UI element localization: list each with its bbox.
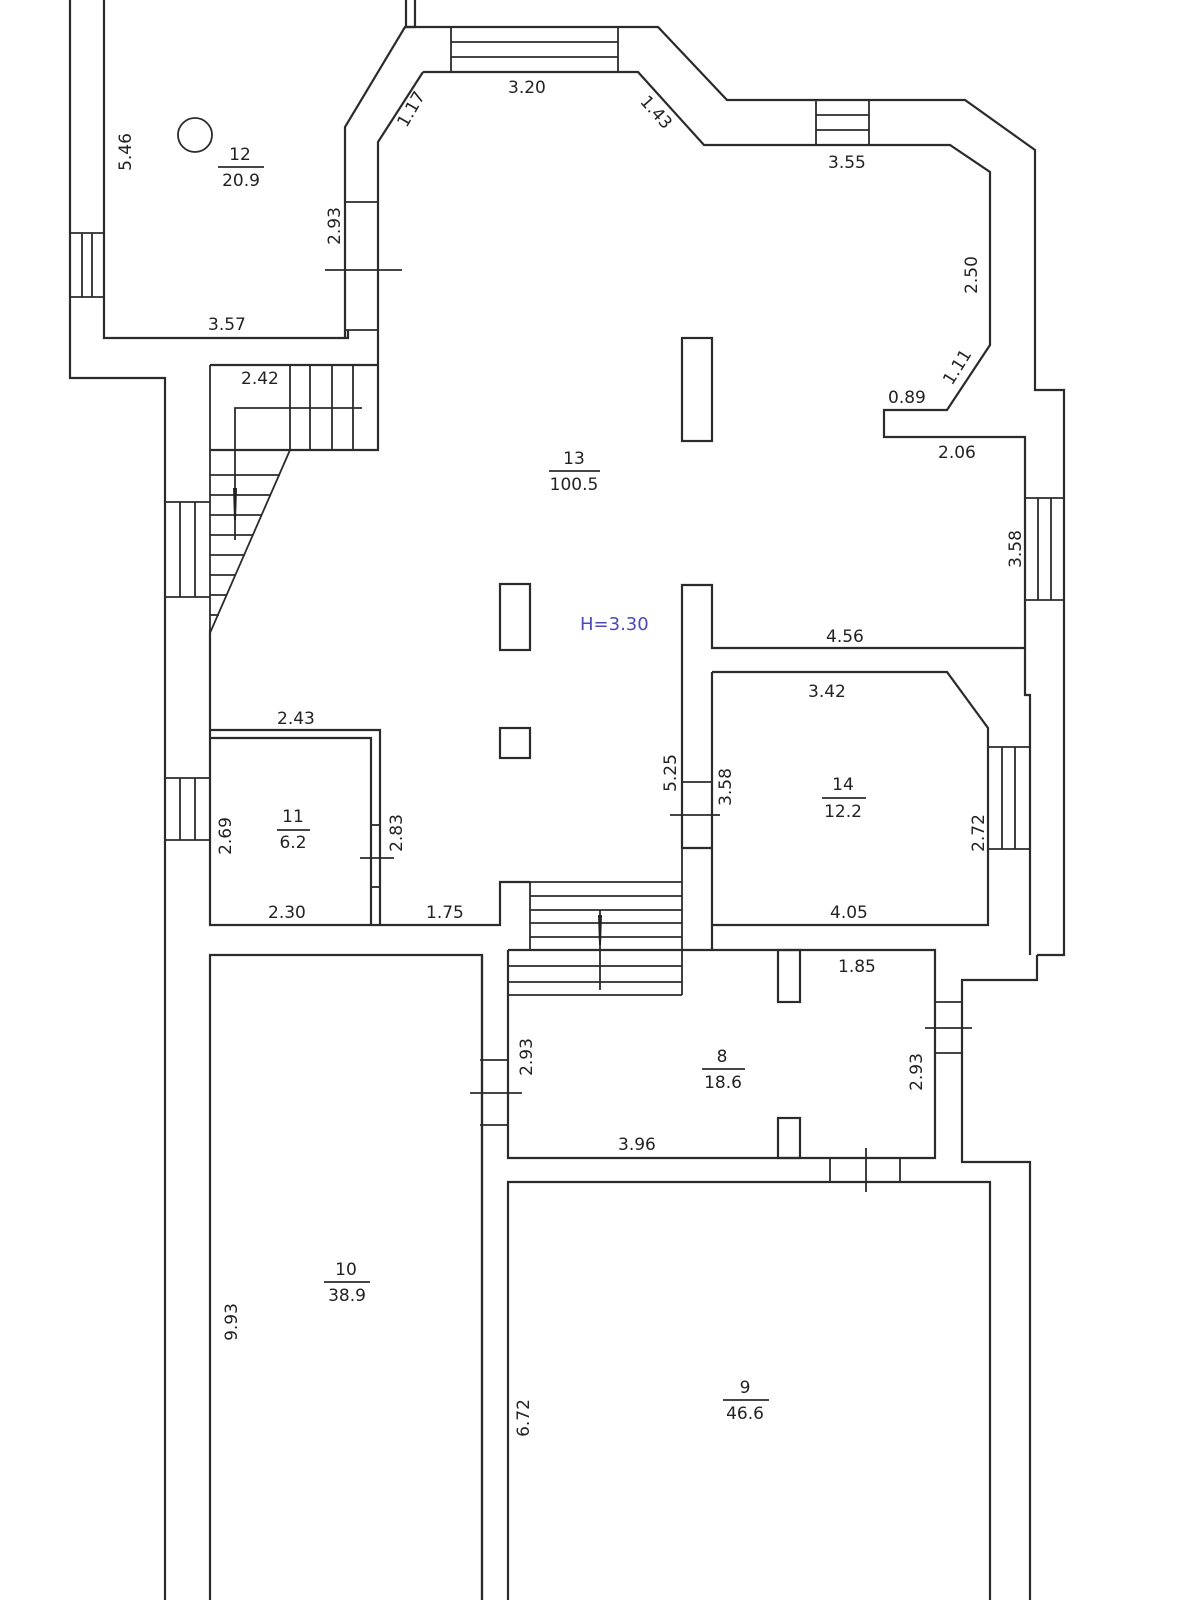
dim-label: 3.57 [208, 315, 246, 335]
dim-label: 2.93 [325, 207, 345, 245]
room-label-11: 11 6.2 [277, 807, 310, 853]
dim-label: 1.75 [426, 903, 464, 923]
dim-label: 1.85 [838, 957, 876, 977]
room-area: 18.6 [704, 1073, 742, 1093]
dim-label: 2.83 [387, 814, 407, 852]
room-area: 6.2 [279, 833, 306, 853]
column-1 [680, 336, 714, 443]
staircase-lower [508, 848, 683, 996]
room-label-10: 10 38.9 [324, 1260, 370, 1306]
dim-label: 6.72 [514, 1399, 534, 1437]
door-room-9 [829, 1148, 901, 1192]
room-number: 12 [229, 145, 251, 165]
dim-label: 2.43 [277, 709, 315, 729]
room-label-9: 9 46.6 [723, 1378, 769, 1424]
dim-label: 2.69 [216, 817, 236, 855]
dim-label: 4.05 [830, 903, 868, 923]
room-number: 10 [335, 1260, 357, 1280]
room-label-8: 8 18.6 [702, 1047, 745, 1093]
window-room-11 [165, 777, 210, 841]
dim-label: 3.96 [618, 1135, 656, 1155]
room-label-14: 14 12.2 [822, 775, 866, 822]
room-label-12: 12 20.9 [218, 145, 264, 191]
dim-label: 1.11 [939, 346, 976, 389]
dim-label: 3.58 [716, 768, 736, 806]
fixture-circle-icon [177, 117, 213, 153]
room-area: 38.9 [328, 1286, 366, 1306]
room-area: 46.6 [726, 1404, 764, 1424]
staircase-upper [209, 363, 378, 640]
top-wall-room-13 [405, 25, 1066, 957]
column-2 [498, 582, 532, 652]
dim-label: 9.93 [222, 1303, 242, 1341]
dim-label: 2.93 [517, 1038, 537, 1076]
window-right-13 [1025, 497, 1064, 601]
dim-label: 1.43 [636, 92, 676, 134]
dim-label: 4.56 [826, 627, 864, 647]
dim-label: 2.72 [969, 814, 989, 852]
dim-label: 2.50 [962, 256, 982, 294]
dim-label: 3.55 [828, 153, 866, 173]
dim-label: 2.93 [907, 1053, 927, 1091]
dim-label: 2.06 [938, 443, 976, 463]
room-number: 13 [563, 449, 585, 469]
room-number: 11 [282, 807, 304, 827]
room-area: 20.9 [222, 171, 260, 191]
stair-arrow-icon [233, 488, 237, 520]
room-area: 100.5 [550, 475, 599, 495]
dim-label: 3.42 [808, 682, 846, 702]
dim-label: 3.20 [508, 78, 546, 98]
dim-label: 5.46 [116, 133, 136, 171]
dim-label: 3.58 [1006, 530, 1026, 568]
room-area: 12.2 [824, 802, 862, 822]
room-number: 14 [832, 775, 854, 795]
window-left-stair [165, 501, 210, 598]
column-3 [498, 726, 532, 760]
dim-label: 0.89 [888, 388, 926, 408]
room-14-walls [670, 648, 1032, 955]
room-label-13: 13 100.5 [549, 449, 600, 495]
dim-label: 5.25 [661, 754, 681, 792]
room-11-walls [208, 630, 530, 927]
door-room-8-right [925, 1001, 972, 1054]
ceiling-height-label: H=3.30 [580, 614, 649, 635]
window-room-14 [988, 746, 1030, 850]
window-top-1 [450, 27, 619, 72]
room-number: 9 [740, 1378, 751, 1398]
room-9-walls [506, 1180, 992, 1600]
dim-label: 2.30 [268, 903, 306, 923]
room-number: 8 [717, 1047, 728, 1067]
door-room-8-left [470, 1059, 522, 1126]
room-8-walls [506, 925, 1039, 1600]
left-outer-wall [68, 0, 350, 1600]
room-10-walls [208, 953, 484, 1600]
dim-label: 2.42 [241, 369, 279, 389]
stair-arrow-icon [598, 915, 602, 945]
window-top-2 [815, 100, 870, 145]
window-room-12 [70, 232, 104, 298]
